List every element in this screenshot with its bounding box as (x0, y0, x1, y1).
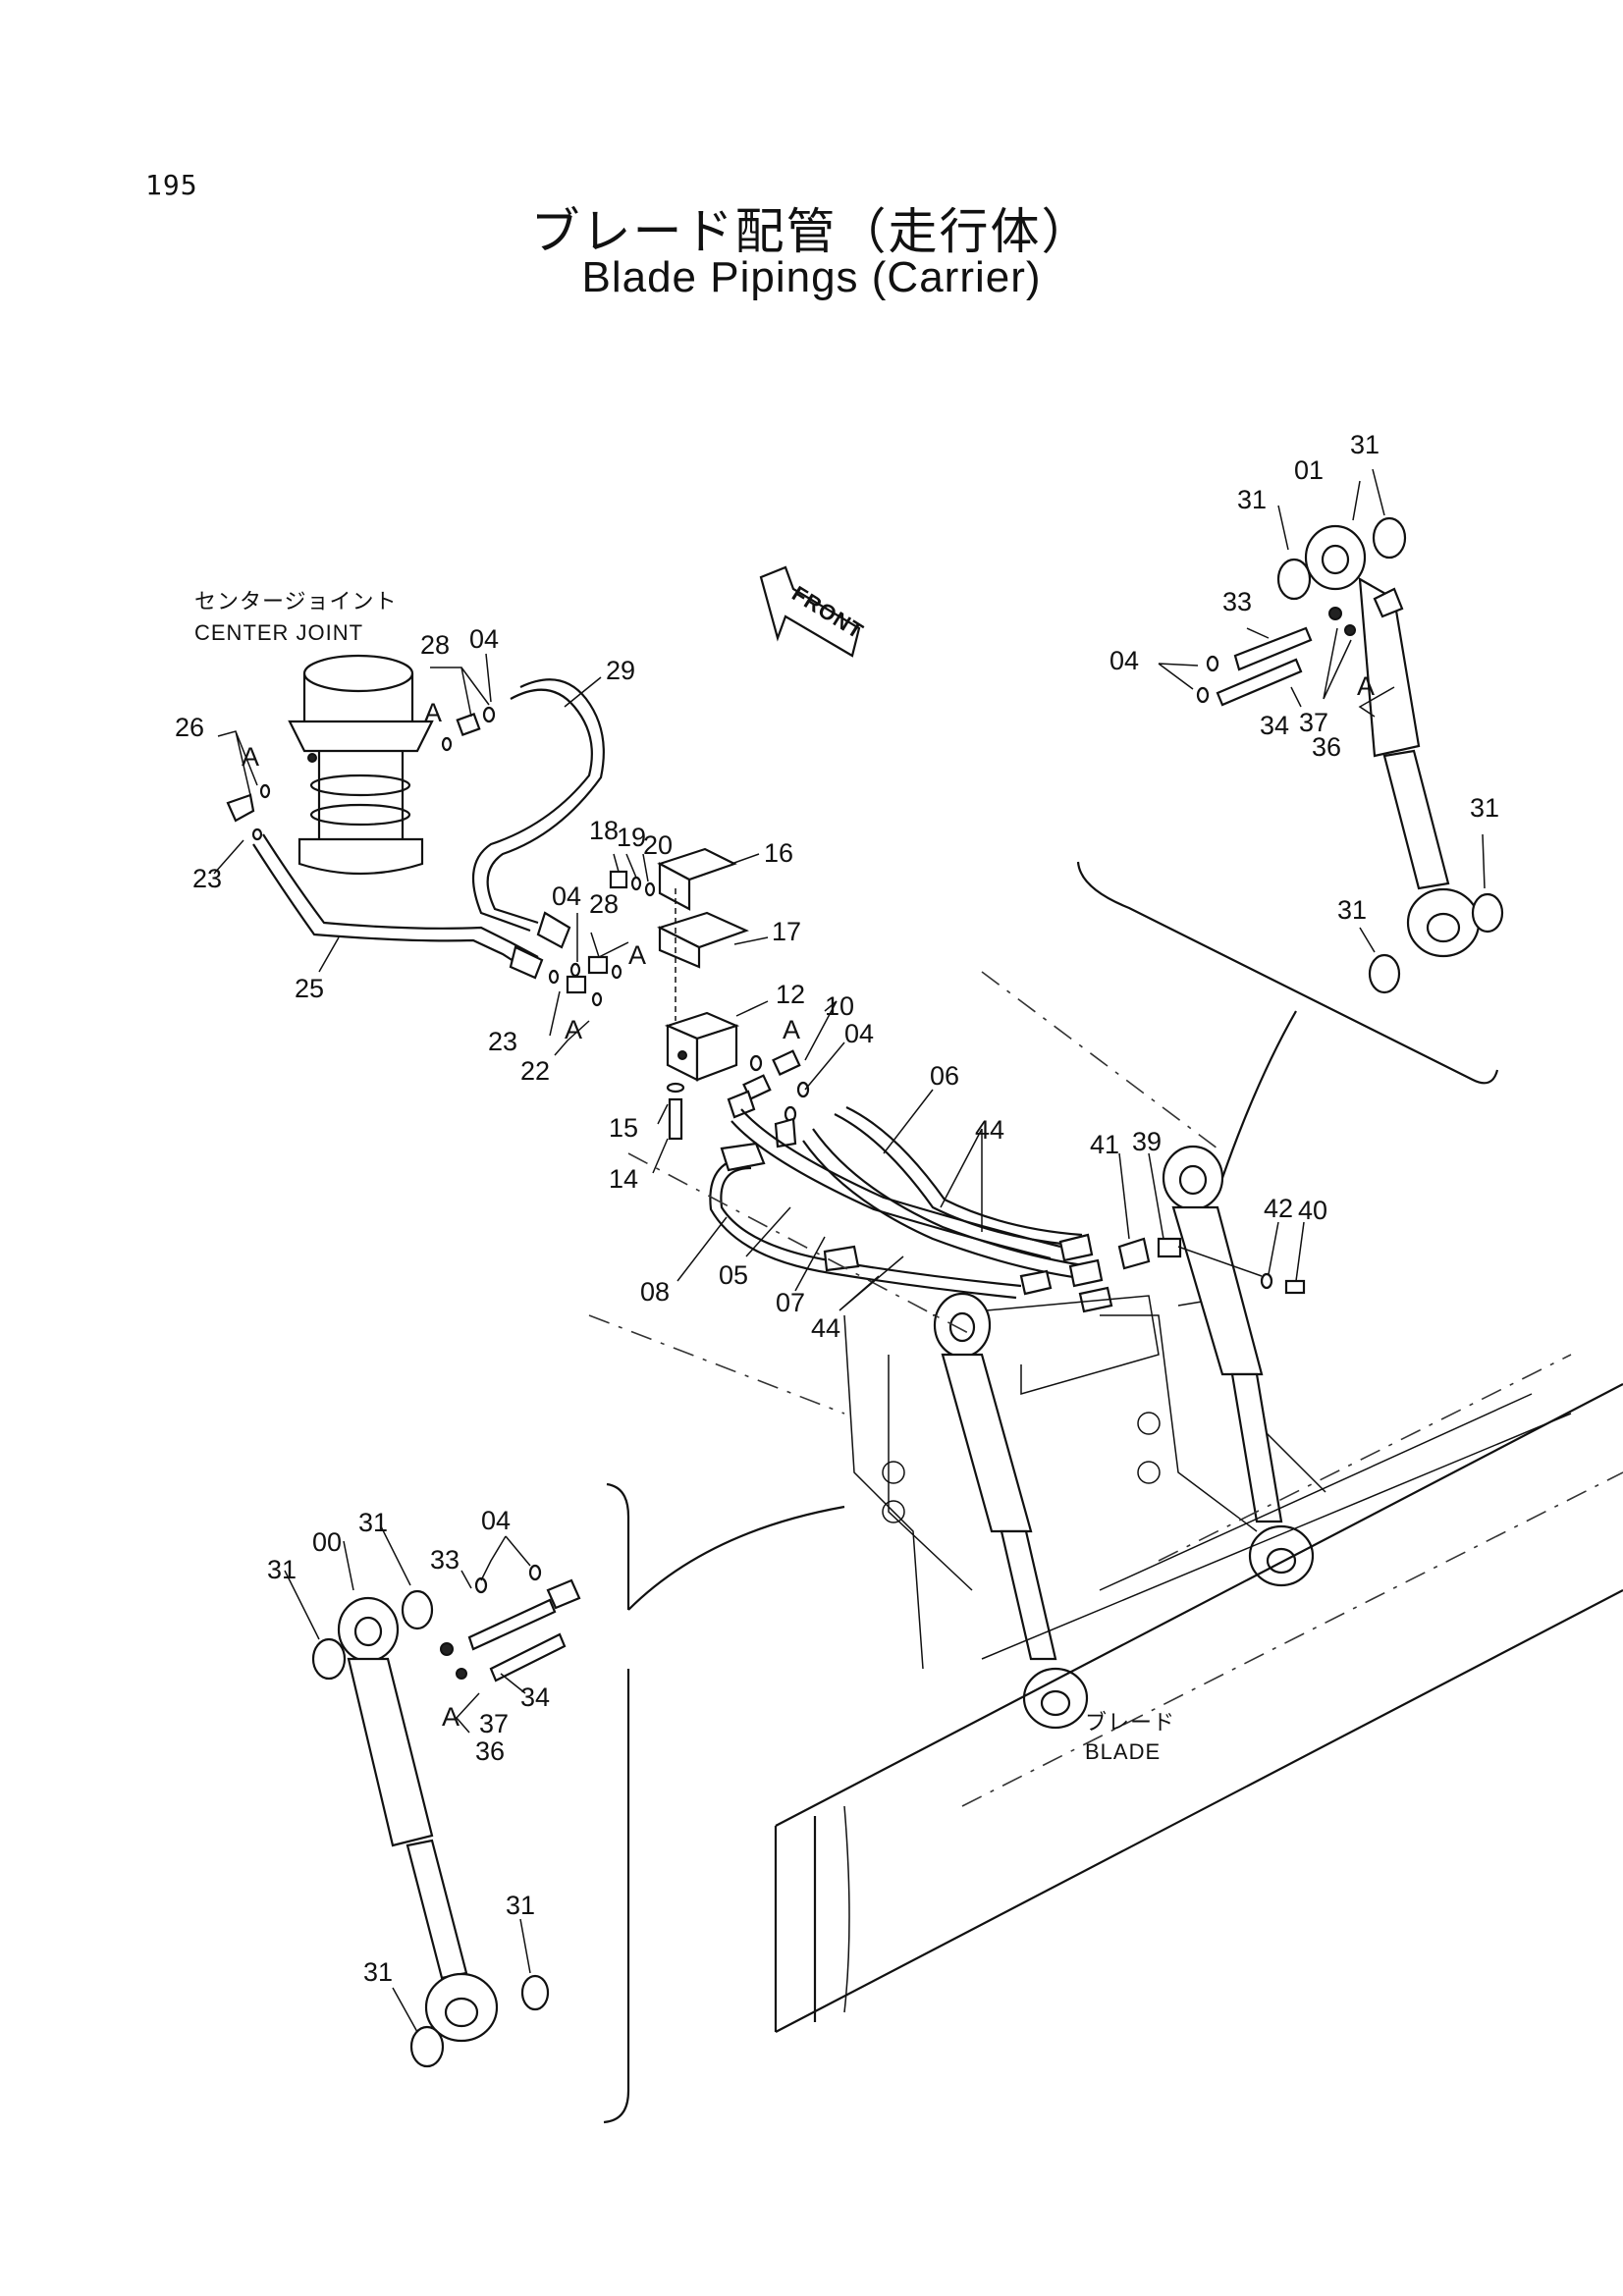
part-label: 31 (358, 1508, 388, 1537)
part-label: 19 (617, 823, 646, 852)
part-label: 37 (479, 1709, 509, 1738)
part-label: 04 (469, 624, 499, 654)
center-joint-caption-en: CENTER JOINT (194, 620, 363, 645)
hose-bundle (709, 1106, 1113, 1313)
part-label: 34 (1260, 711, 1289, 740)
part-label: A (565, 1015, 582, 1044)
valve-block-and-brackets (548, 847, 810, 1148)
part-label: 18 (589, 816, 619, 845)
part-label: 23 (192, 864, 222, 893)
part-label: 17 (772, 917, 801, 946)
part-label: A (442, 1702, 460, 1732)
part-label: 04 (844, 1019, 874, 1048)
title-japanese: ブレード配管（走行体） (530, 203, 1093, 260)
part-label: 40 (1298, 1196, 1327, 1225)
part-label: 05 (719, 1260, 748, 1290)
center-joint-caption-ja: センタージョイント (194, 589, 398, 614)
detail-upper-right (1076, 516, 1504, 1179)
front-label: FRONT (787, 581, 868, 644)
part-label: 04 (481, 1506, 511, 1535)
part-label: 14 (609, 1164, 638, 1194)
part-label: 06 (930, 1061, 959, 1091)
part-label: 29 (606, 656, 635, 685)
part-label: 36 (1312, 732, 1341, 762)
part-label: 42 (1264, 1194, 1293, 1223)
part-label: 04 (552, 881, 581, 911)
page-number: 195 (145, 169, 198, 201)
part-label: 31 (1337, 895, 1367, 925)
part-label: 10 (825, 991, 854, 1021)
part-label: 41 (1090, 1130, 1119, 1159)
hoses-center (252, 678, 605, 980)
part-label: 44 (811, 1313, 840, 1343)
part-label: 31 (363, 1957, 393, 1987)
part-label: 16 (764, 838, 793, 868)
part-label: 31 (267, 1555, 297, 1584)
part-label: 33 (430, 1545, 460, 1575)
title-english: Blade Pipings (Carrier) (581, 253, 1042, 301)
part-label: 31 (1470, 793, 1499, 823)
part-label: A (242, 742, 259, 772)
part-label: 31 (506, 1891, 535, 1920)
part-label: 39 (1132, 1127, 1162, 1156)
part-label: 34 (520, 1682, 550, 1712)
part-label: 12 (776, 980, 805, 1009)
part-label: 08 (640, 1277, 670, 1307)
detail-lower-left (311, 1482, 630, 2124)
blade-caption-en: BLADE (1085, 1739, 1161, 1764)
part-label: 04 (1109, 646, 1139, 675)
part-label: 44 (975, 1115, 1004, 1145)
front-arrow: FRONT (759, 565, 868, 658)
part-label: 22 (520, 1056, 550, 1086)
part-label: A (1357, 671, 1375, 701)
fittings-upper-left (226, 706, 496, 841)
part-label: 00 (312, 1527, 342, 1557)
part-label: 28 (589, 889, 619, 919)
part-label: A (424, 698, 442, 727)
part-label: 25 (295, 974, 324, 1003)
part-label: 15 (609, 1113, 638, 1143)
part-label: 33 (1222, 587, 1252, 616)
part-label: 28 (420, 630, 450, 660)
center-joint-drawing (288, 654, 434, 876)
part-label: 26 (175, 713, 204, 742)
blade-caption-ja: ブレード (1085, 1710, 1175, 1735)
part-label: 31 (1237, 485, 1267, 514)
part-label: 31 (1350, 430, 1380, 459)
part-number-labels: 31 01 31 33 04 34 37 A 36 31 31 28 04 29… (175, 430, 1499, 1987)
part-label: 20 (643, 830, 673, 860)
part-label: A (628, 940, 646, 970)
part-label: 01 (1294, 455, 1324, 485)
leader-lines (213, 468, 1486, 2033)
part-label: 36 (475, 1736, 505, 1766)
part-label: 23 (488, 1027, 517, 1056)
part-label: 07 (776, 1288, 805, 1317)
part-label: 37 (1299, 708, 1328, 737)
blade-assembly (588, 971, 1623, 2033)
part-label: A (783, 1015, 800, 1044)
